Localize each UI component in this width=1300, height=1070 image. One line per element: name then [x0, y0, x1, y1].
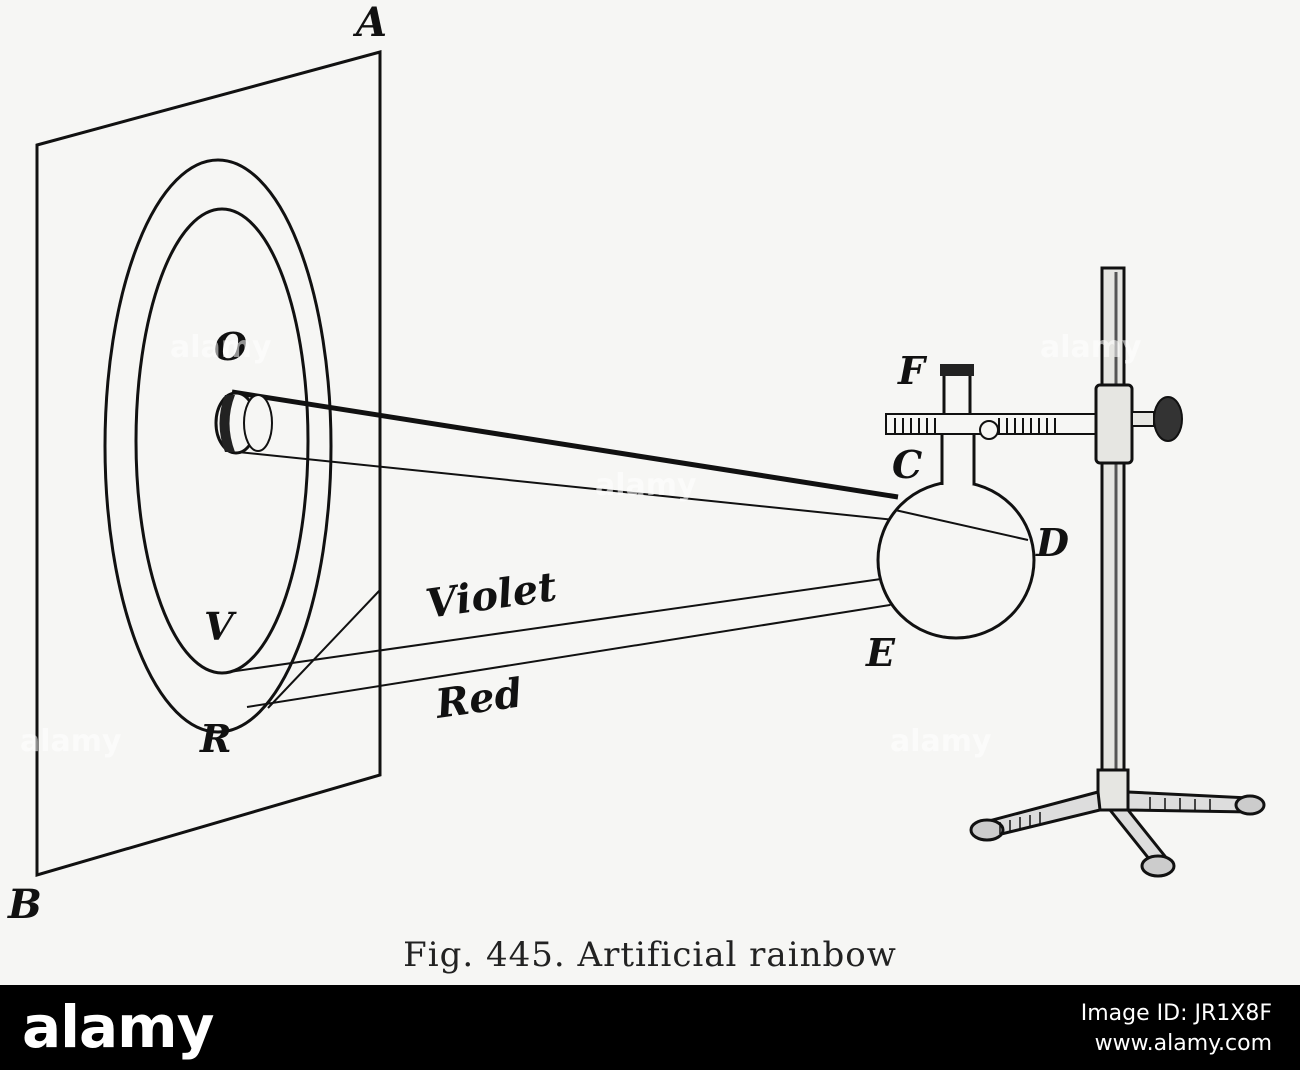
label-d: D [1035, 520, 1069, 565]
label-a: A [352, 0, 387, 46]
flask [876, 364, 1036, 640]
footer-bar: alamy Image ID: JR1X8F www.alamy.com [0, 985, 1300, 1070]
base-line [36, 774, 381, 876]
image-id: Image ID: JR1X8F [1080, 1001, 1272, 1026]
clamp-arm [885, 413, 1097, 440]
image-info: Image ID: JR1X8F www.alamy.com [1081, 999, 1272, 1059]
artificial-rainbow-diagram: A B O F C D E V R Violet Red [7, 0, 1266, 928]
label-v: V [204, 604, 237, 649]
violet-ray [228, 577, 889, 673]
label-violet: Violet [423, 563, 560, 628]
retort-stand [969, 266, 1266, 878]
label-e: E [865, 630, 896, 675]
label-c: C [892, 442, 922, 487]
label-red: Red [432, 669, 525, 728]
website-link[interactable]: www.alamy.com [1094, 1031, 1272, 1056]
brand-logo[interactable]: alamy [22, 993, 214, 1061]
figure-caption: Fig. 445. Artificial rainbow [403, 935, 897, 975]
label-b: B [7, 881, 42, 928]
label-f: F [897, 348, 928, 393]
light-tube [214, 389, 899, 521]
red-ray [246, 604, 891, 708]
outer-ring [103, 158, 333, 734]
inner-ring [134, 207, 310, 675]
cone-edge [267, 589, 381, 709]
figure-area: A B O F C D E V R Violet Red alamy alamy… [7, 0, 1266, 975]
label-o: O [214, 324, 247, 369]
label-r: R [199, 716, 232, 761]
